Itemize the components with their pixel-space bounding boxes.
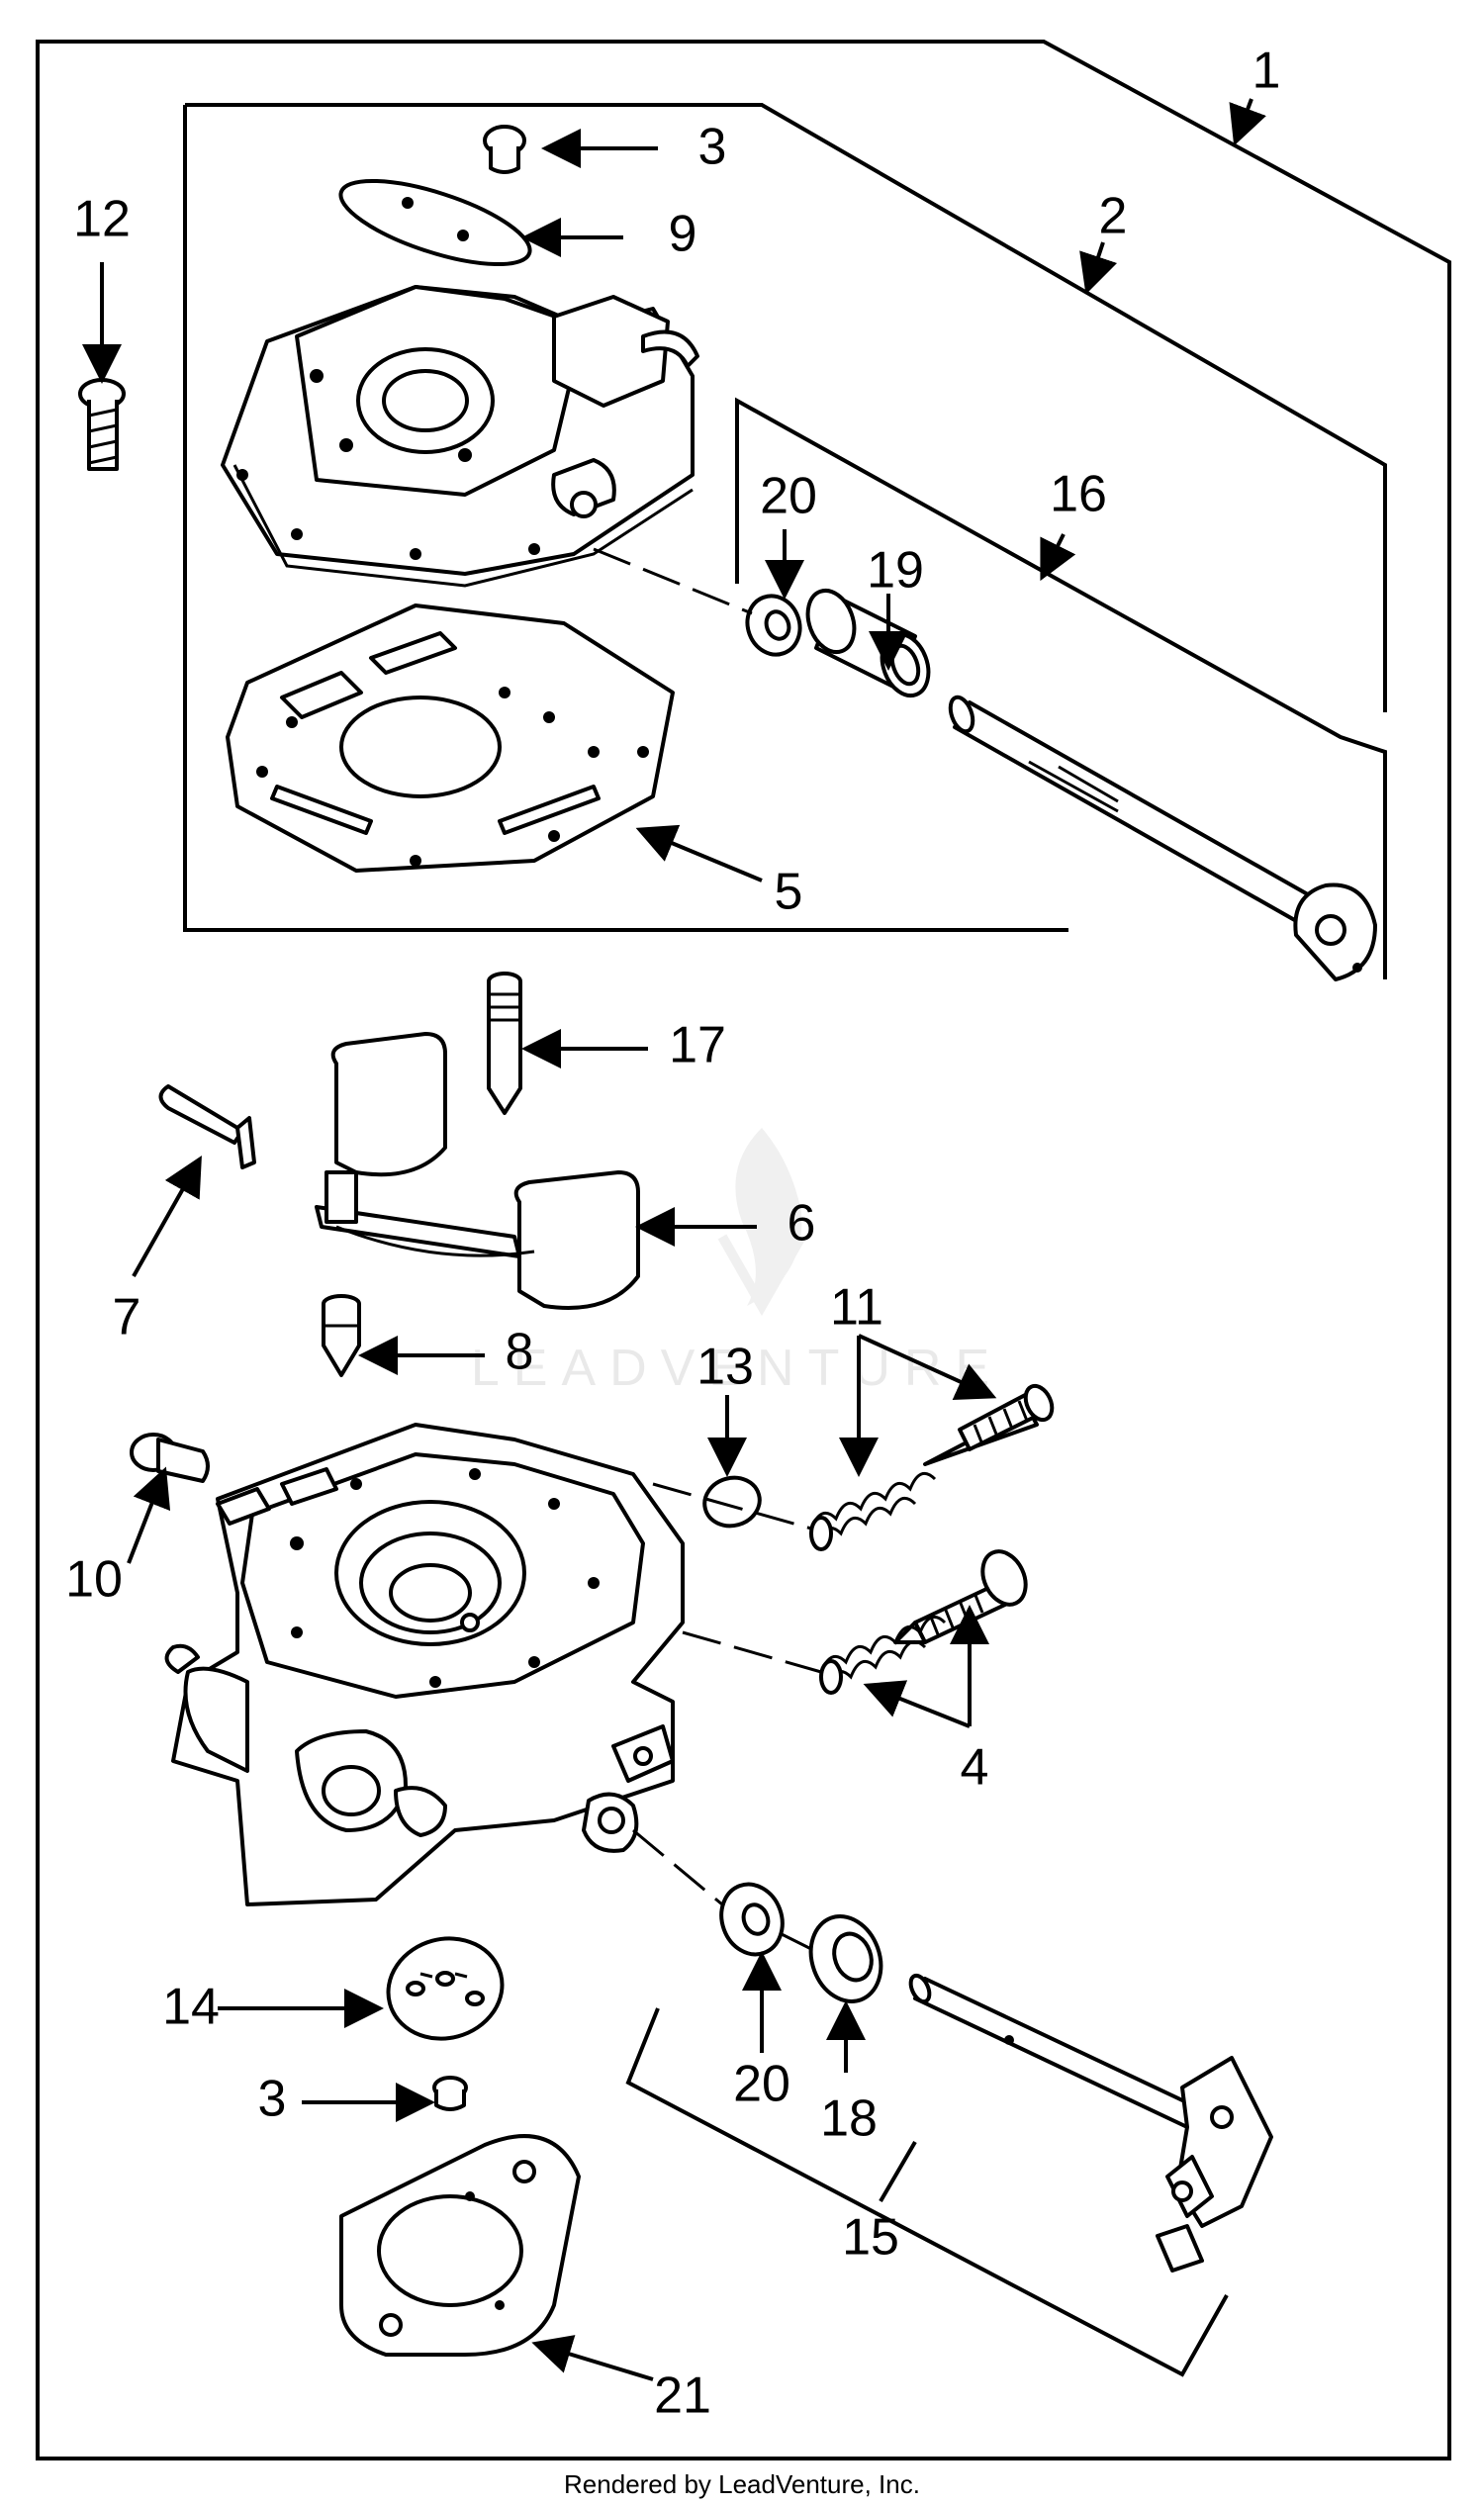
callout-3-top: 3 bbox=[698, 119, 727, 176]
watermark: LEADVENTURE bbox=[471, 1128, 1003, 1397]
callout-1: 1 bbox=[1252, 43, 1281, 100]
spring-part-4 bbox=[819, 1615, 947, 1695]
callout-20-lower: 20 bbox=[733, 2056, 790, 2113]
float-part-6 bbox=[315, 1032, 640, 1310]
throttle-plate-part-14 bbox=[386, 1936, 505, 2041]
mixture-screw-part-11 bbox=[923, 1383, 1055, 1466]
callout-20-upper: 20 bbox=[760, 468, 817, 525]
callout-15: 15 bbox=[842, 2209, 899, 2267]
callout-16: 16 bbox=[1050, 466, 1107, 523]
carburetor-cover-part-2 bbox=[221, 285, 699, 588]
throttle-shaft-bracket bbox=[625, 2007, 1229, 2377]
gasket-part-9 bbox=[338, 178, 532, 267]
callout-5: 5 bbox=[775, 864, 803, 921]
inlet-needle-part-8 bbox=[322, 1294, 361, 1377]
callout-labels: 1 2 3 9 12 16 20 19 5 17 6 7 8 13 11 10 … bbox=[65, 43, 1280, 2425]
callout-10: 10 bbox=[65, 1551, 123, 1609]
outer-kit-frame bbox=[36, 40, 1451, 2460]
welch-plug-part-13 bbox=[702, 1475, 762, 1529]
callout-19: 19 bbox=[867, 542, 924, 600]
assembly-lines bbox=[593, 547, 822, 1951]
spring-part-11 bbox=[809, 1471, 937, 1551]
callout-6: 6 bbox=[788, 1195, 816, 1253]
callout-11: 11 bbox=[830, 1279, 883, 1337]
leader-lines bbox=[82, 98, 1266, 2381]
callout-7: 7 bbox=[113, 1289, 141, 1346]
seal-part-18 bbox=[808, 1914, 883, 2003]
callout-18: 18 bbox=[820, 2090, 878, 2148]
screw-part-3-lower bbox=[432, 2076, 468, 2111]
washer-part-20-upper bbox=[745, 594, 802, 657]
throttle-shaft-part-15 bbox=[908, 1973, 1273, 2273]
screw-part-3-top bbox=[483, 125, 526, 174]
gasket-part-5 bbox=[226, 603, 675, 873]
choke-shaft-part-16 bbox=[948, 695, 1377, 981]
footer-credit: Rendered by LeadVenture, Inc. bbox=[564, 2469, 920, 2499]
carburetor-body bbox=[164, 1423, 685, 1906]
callout-8: 8 bbox=[506, 1324, 534, 1381]
float-pin-part-7 bbox=[158, 1084, 256, 1169]
inner-kit-frame bbox=[183, 103, 1387, 932]
bushing-part-19 bbox=[805, 589, 931, 697]
callout-3-lower: 3 bbox=[258, 2071, 287, 2128]
plug-part-10 bbox=[130, 1433, 210, 1483]
callout-17: 17 bbox=[669, 1017, 726, 1074]
shaft-kit-bracket bbox=[735, 397, 1387, 979]
needle-part-17 bbox=[487, 972, 522, 1115]
callout-9: 9 bbox=[669, 206, 697, 263]
callout-14: 14 bbox=[162, 1979, 220, 2036]
callout-21: 21 bbox=[654, 2367, 711, 2425]
callout-13: 13 bbox=[696, 1339, 754, 1396]
screw-part-12 bbox=[78, 378, 126, 471]
gasket-part-21 bbox=[339, 2134, 581, 2357]
callout-4: 4 bbox=[961, 1739, 989, 1797]
washer-part-20-lower bbox=[719, 1882, 785, 1957]
callout-2: 2 bbox=[1099, 188, 1128, 245]
callout-12: 12 bbox=[73, 191, 131, 248]
watermark-text: LEADVENTURE bbox=[471, 1340, 1003, 1397]
